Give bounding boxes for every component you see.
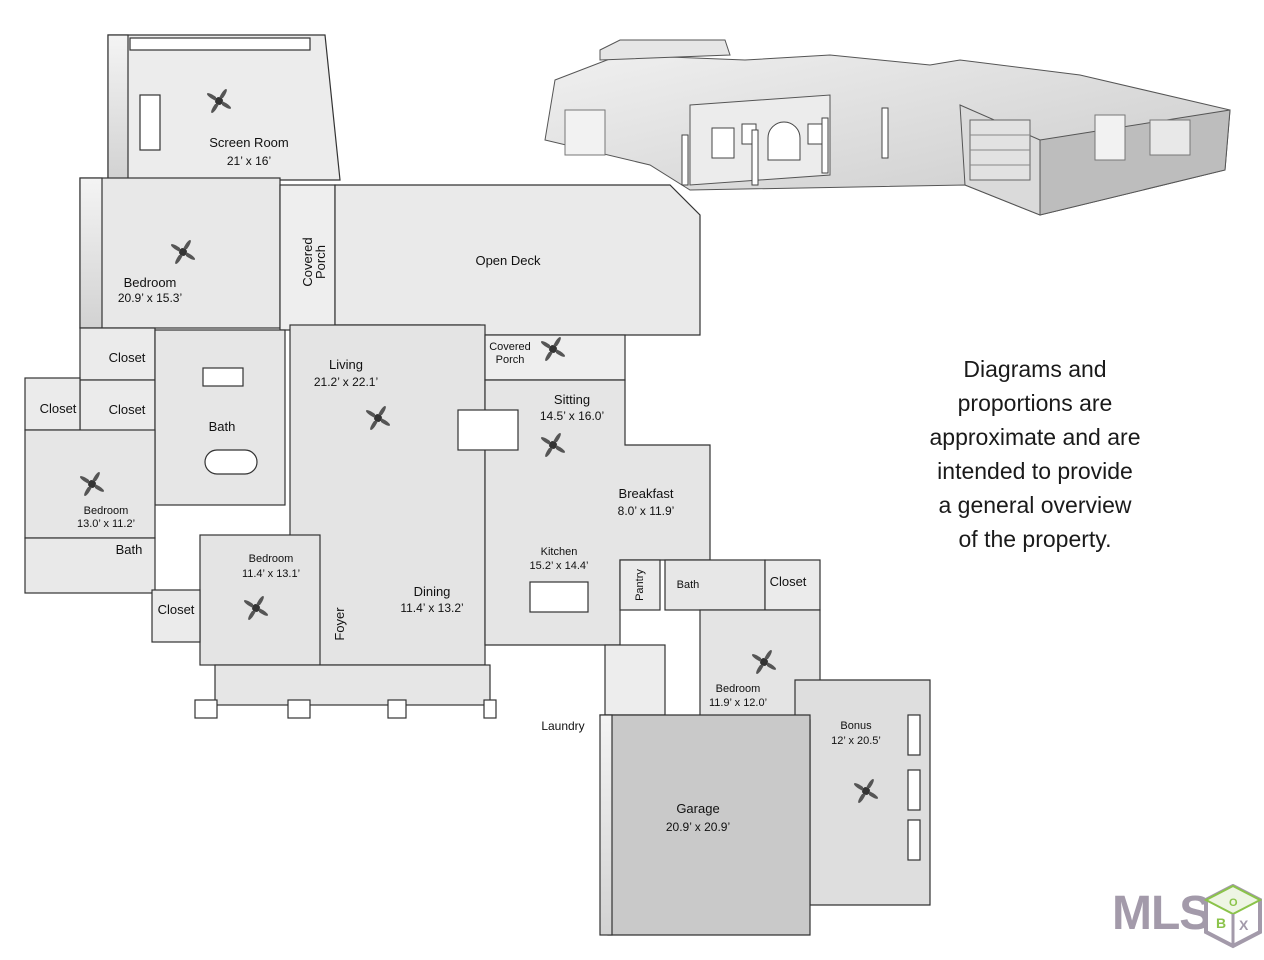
note-line: intended to provide [937,458,1133,484]
room-name: Dining [414,584,451,599]
note-line: a general overview [938,492,1132,518]
closet-4-area [151,589,201,643]
room-dims: 11.4’ x 13.1’ [242,568,300,580]
room-name: CoveredPorch [300,237,328,286]
room-name: Breakfast [619,486,674,501]
note-line: of the property. [958,526,1112,552]
room-name: Garage [676,801,719,816]
svg-text:O: O [1229,897,1238,909]
room-labels: Screen Room 21’ x 16’ Bedroom 20.9’ x 15… [40,135,881,834]
room-name: Closet [109,350,146,365]
room-name: Screen Room [209,135,288,150]
svg-text:X: X [1239,917,1249,933]
room-name: Bath [209,419,236,434]
mls-logo: MLS B X O [1112,880,1262,958]
room-dims: 14.5’ x 16.0’ [540,409,604,423]
room-dims: 20.9’ x 20.9’ [666,820,730,834]
room-name: Pantry [634,569,646,601]
front-porch-area [214,664,491,706]
room-dims: 20.9’ x 15.3’ [118,291,182,305]
svg-text:B: B [1216,915,1226,931]
room-name: Closet [109,402,146,417]
room-dims: 11.4’ x 13.2’ [400,601,463,615]
room-name: Bonus [840,720,872,732]
laundry-area [604,644,666,716]
bath-master-area [154,329,286,506]
room-name: Closet [40,401,77,416]
room-dims: 21’ x 16’ [227,154,271,168]
bath-west-area [24,537,156,594]
pantry-area [619,559,661,611]
room-name: Bath [677,579,700,591]
closet-1-area [79,327,156,381]
room-dims: 11.9’ x 12.0’ [709,697,767,709]
mls-logo-text: MLS [1112,887,1211,940]
room-name: Living [329,357,363,372]
mlsbox-cube-icon: B X O [1204,884,1262,949]
note-line: proportions are [957,390,1113,416]
room-dims: 8.0’ x 11.9’ [618,504,675,518]
house-3d-rendering [544,39,1231,216]
disclaimer-note: Diagrams and proportions are approximate… [895,352,1175,556]
closet-5-area [764,559,821,611]
room-name: Open Deck [475,253,541,268]
covered-porch-west-area [279,184,336,331]
closet-2-area [79,379,156,433]
room-name: Closet [770,574,807,589]
living-area [289,324,486,666]
room-name: Foyer [332,607,347,641]
room-name: Kitchen [541,546,578,558]
note-line: approximate and are [929,424,1141,450]
bath-east-area [664,559,766,611]
room-dims: 13.0’ x 11.2’ [77,518,135,530]
room-name: Bedroom [249,553,294,565]
room-name: Laundry [541,719,584,733]
room-name: Closet [158,602,195,617]
room-name: Bedroom [716,683,761,695]
room-name: Bath [116,542,143,557]
room-dims: 21.2’ x 22.1’ [314,375,378,389]
room-name: Sitting [554,392,590,407]
room-name: Bedroom [124,275,177,290]
room-dims: 15.2’ x 14.4’ [530,560,589,572]
room-name: Bedroom [84,505,129,517]
note-line: Diagrams and [963,356,1107,382]
floor-plan [24,34,931,936]
room-dims: 12’ x 20.5’ [831,735,881,747]
